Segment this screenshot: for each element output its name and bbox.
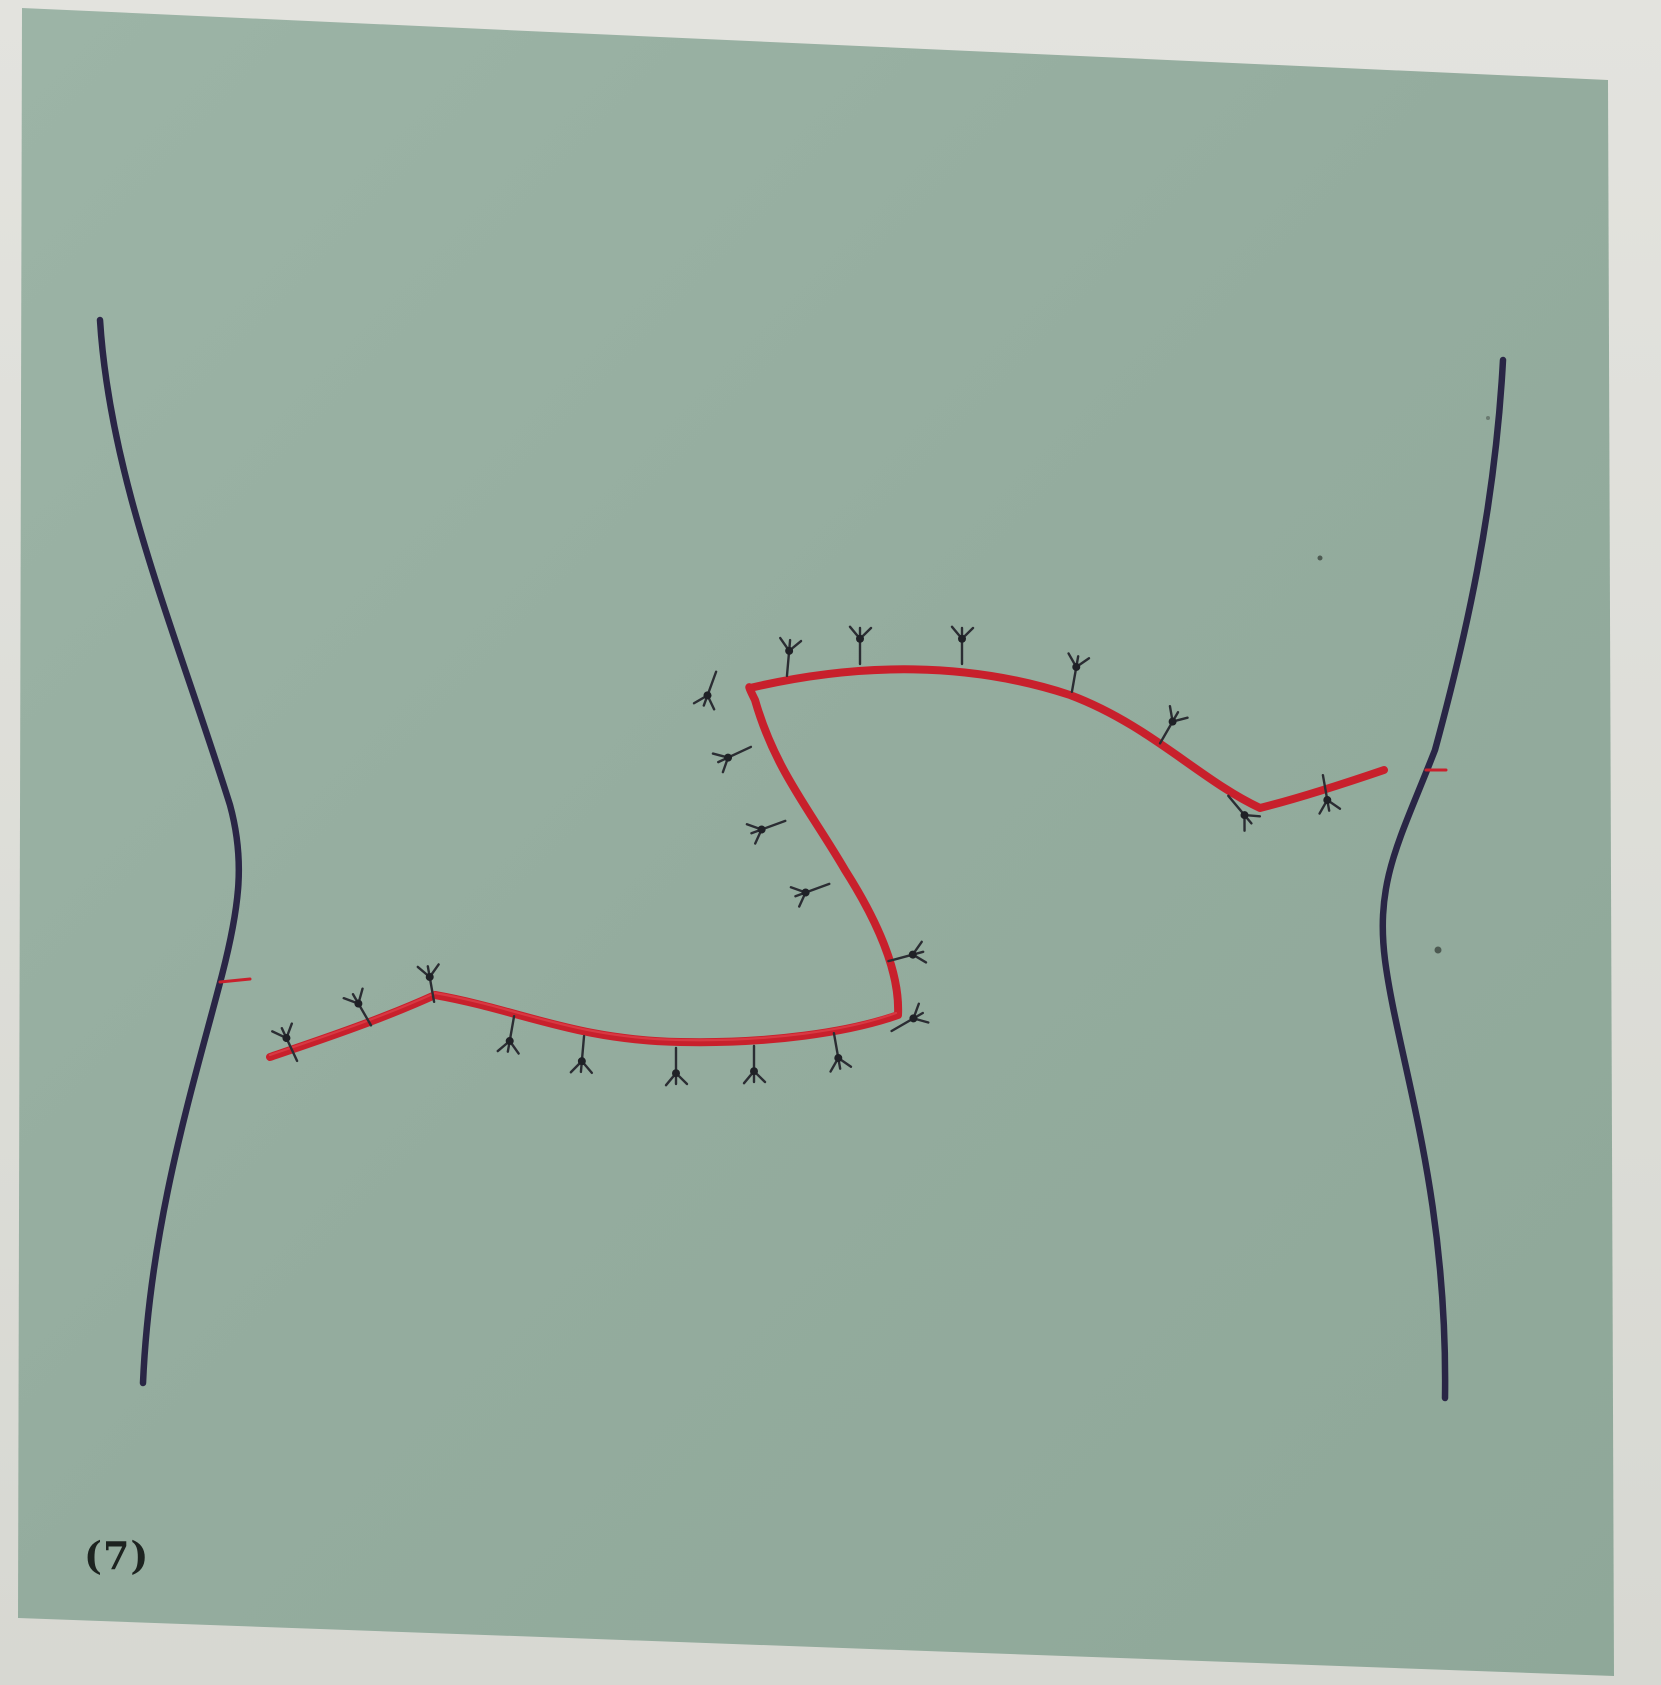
print-speck xyxy=(1318,556,1323,561)
plate-background xyxy=(18,8,1614,1676)
figure-number-label: (7) xyxy=(84,1533,149,1578)
print-speck xyxy=(1486,416,1490,420)
print-speck xyxy=(1435,947,1442,954)
